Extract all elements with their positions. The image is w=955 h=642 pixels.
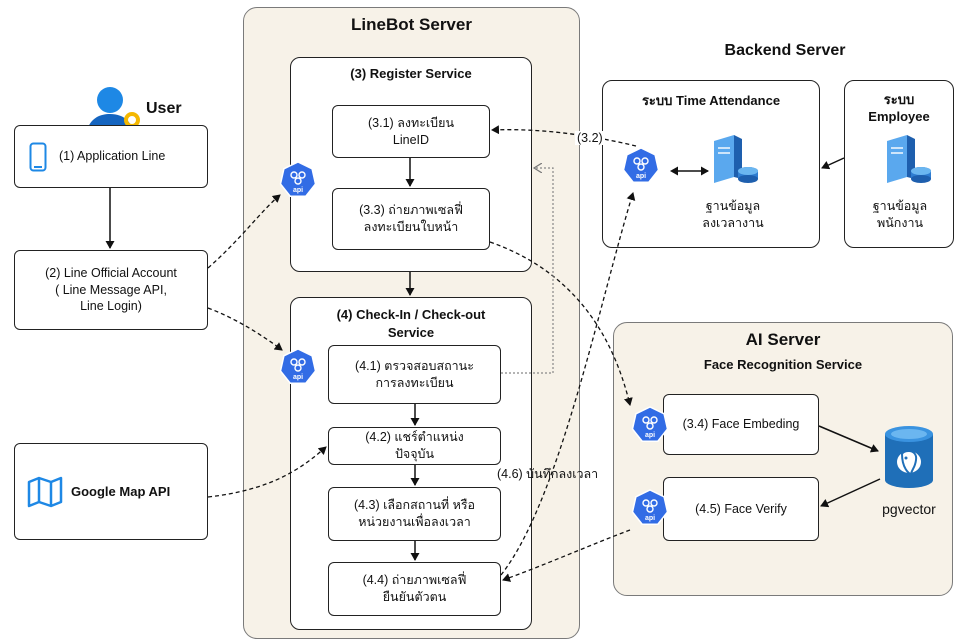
step-3-3-box[interactable]: (3.3) ถ่ายภาพเซลฟี่ ลงทะเบียนใบหน้า [332, 188, 490, 250]
svg-text:api: api [293, 374, 303, 381]
map-icon [27, 476, 63, 507]
step-4-4-line2: ยืนยันตัวตน [382, 590, 447, 604]
edge-label-3-2: (3.2) [575, 131, 605, 145]
employee-title-line1: ระบบ [883, 92, 915, 107]
dashed-44-to-ta-api [500, 192, 636, 576]
face-embedding-box[interactable]: (3.4) Face Embeding [663, 394, 819, 455]
step-3-3-line2: ลงทะเบียนใบหน้า [363, 220, 459, 234]
step-3-1-box[interactable]: (3.1) ลงทะเบียน LineID [332, 105, 490, 158]
step-4-4-line1: (4.4) ถ่ายภาพเซลฟี่ [362, 573, 467, 588]
api-icon-checkin: api [279, 347, 317, 387]
pgvector-database-icon [881, 424, 937, 490]
step-4-3-line1: (4.3) เลือกสถานที่ หรือ [353, 498, 476, 513]
step-3-1-line2: LineID [392, 132, 430, 147]
mobile-phone-icon [29, 142, 47, 171]
step-4-2-line2: ปัจจุบัน [394, 447, 435, 461]
employee-title-line2: Employee [868, 108, 930, 124]
application-line-box[interactable]: (1) Application Line [14, 125, 208, 188]
step-4-2-box[interactable]: (4.2) แชร์ตำแหน่ง ปัจจุบัน [328, 427, 501, 465]
google-map-label: Google Map API [71, 483, 171, 499]
ai-server-title: AI Server [745, 330, 821, 349]
step-4-1-line2: การลงทะเบียน [375, 375, 454, 390]
step-3-1-line1: (3.1) ลงทะเบียน [368, 115, 454, 130]
register-service-title: (3) Register Service [350, 66, 472, 81]
checkin-title-line2: Service [387, 324, 435, 340]
dashed-ta-to-31 [491, 125, 637, 147]
emp-db-line2: พนักงาน [876, 215, 924, 230]
edge-label-4-6: (4.6) บันทึกลงเวลา [497, 467, 599, 481]
time-attendance-server-icon [708, 133, 758, 185]
checkin-title-line1: (4) Check-In / Check-out [336, 307, 486, 322]
line-official-account-box[interactable]: (2) Line Official Account ( Line Message… [14, 250, 208, 330]
svg-text:api: api [293, 187, 303, 194]
face-embedding-label: (3.4) Face Embeding [682, 417, 800, 432]
line-oa-line2: ( Line Message API, [55, 282, 167, 297]
line-oa-line1: (2) Line Official Account [45, 265, 177, 280]
ta-db-line1: ฐานข้อมูล [705, 199, 761, 213]
arrow-pgvector-to-verify [820, 478, 881, 508]
line-oa-line3: Line Login) [80, 299, 142, 314]
employee-title: ระบบ Employee [844, 92, 954, 126]
dashed-33-to-embedding [489, 241, 633, 406]
time-attendance-title: ระบบ Time Attendance [641, 93, 781, 108]
api-icon-time-attendance: api [622, 146, 660, 186]
checkin-service-title: (4) Check-In / Check-out Service [290, 306, 532, 341]
step-3-3-line1: (3.3) ถ่ายภาพเซลฟี่ [359, 203, 463, 218]
arrow-employee-to-ta [821, 157, 845, 170]
svg-text:api: api [645, 432, 655, 439]
google-map-api-box[interactable]: Google Map API [14, 443, 208, 540]
api-icon-face-verify: api [631, 488, 669, 528]
employee-server-icon [881, 133, 931, 185]
step-4-1-box[interactable]: (4.1) ตรวจสอบสถานะ การลงทะเบียน [328, 345, 501, 404]
step-4-2-line1: (4.2) แชร์ตำแหน่ง [365, 430, 464, 445]
user-title: User [146, 100, 182, 117]
svg-text:api: api [645, 515, 655, 522]
linebot-server-title: LineBot Server [351, 15, 472, 34]
backend-server-title: Backend Server [724, 42, 846, 59]
step-4-3-line2: หน่วยงานเพื่อลงเวลา [358, 515, 471, 529]
step-4-3-box[interactable]: (4.3) เลือกสถานที่ หรือ หน่วยงานเพื่อลงเ… [328, 487, 501, 541]
step-4-1-line1: (4.1) ตรวจสอบสถานะ [355, 358, 474, 373]
emp-db-line1: ฐานข้อมูล [872, 199, 928, 213]
arrow-embedding-to-pgvector [818, 425, 879, 453]
dashed-verify-to-44 [502, 529, 631, 582]
time-attendance-db-label: ฐานข้อมูล ลงเวลางาน [668, 198, 798, 232]
dashed-41-to-31-check [501, 168, 554, 374]
dashed-map-to-42 [207, 446, 327, 498]
face-recognition-title: Face Recognition Service [703, 357, 863, 372]
face-verify-label: (4.5) Face Verify [695, 501, 787, 516]
ta-db-line2: ลงเวลางาน [702, 215, 764, 230]
dashed-oa-to-register-api [207, 194, 281, 269]
step-4-4-box[interactable]: (4.4) ถ่ายภาพเซลฟี่ ยืนยันตัวตน [328, 562, 501, 616]
dashed-oa-to-checkin-api [207, 307, 283, 351]
api-icon-register: api [279, 160, 317, 200]
employee-db-label: ฐานข้อมูล พนักงาน [850, 198, 950, 232]
api-icon-face-embedding: api [631, 405, 669, 445]
svg-text:api: api [636, 173, 646, 180]
pgvector-label: pgvector [882, 501, 936, 517]
application-line-label: (1) Application Line [59, 149, 166, 164]
